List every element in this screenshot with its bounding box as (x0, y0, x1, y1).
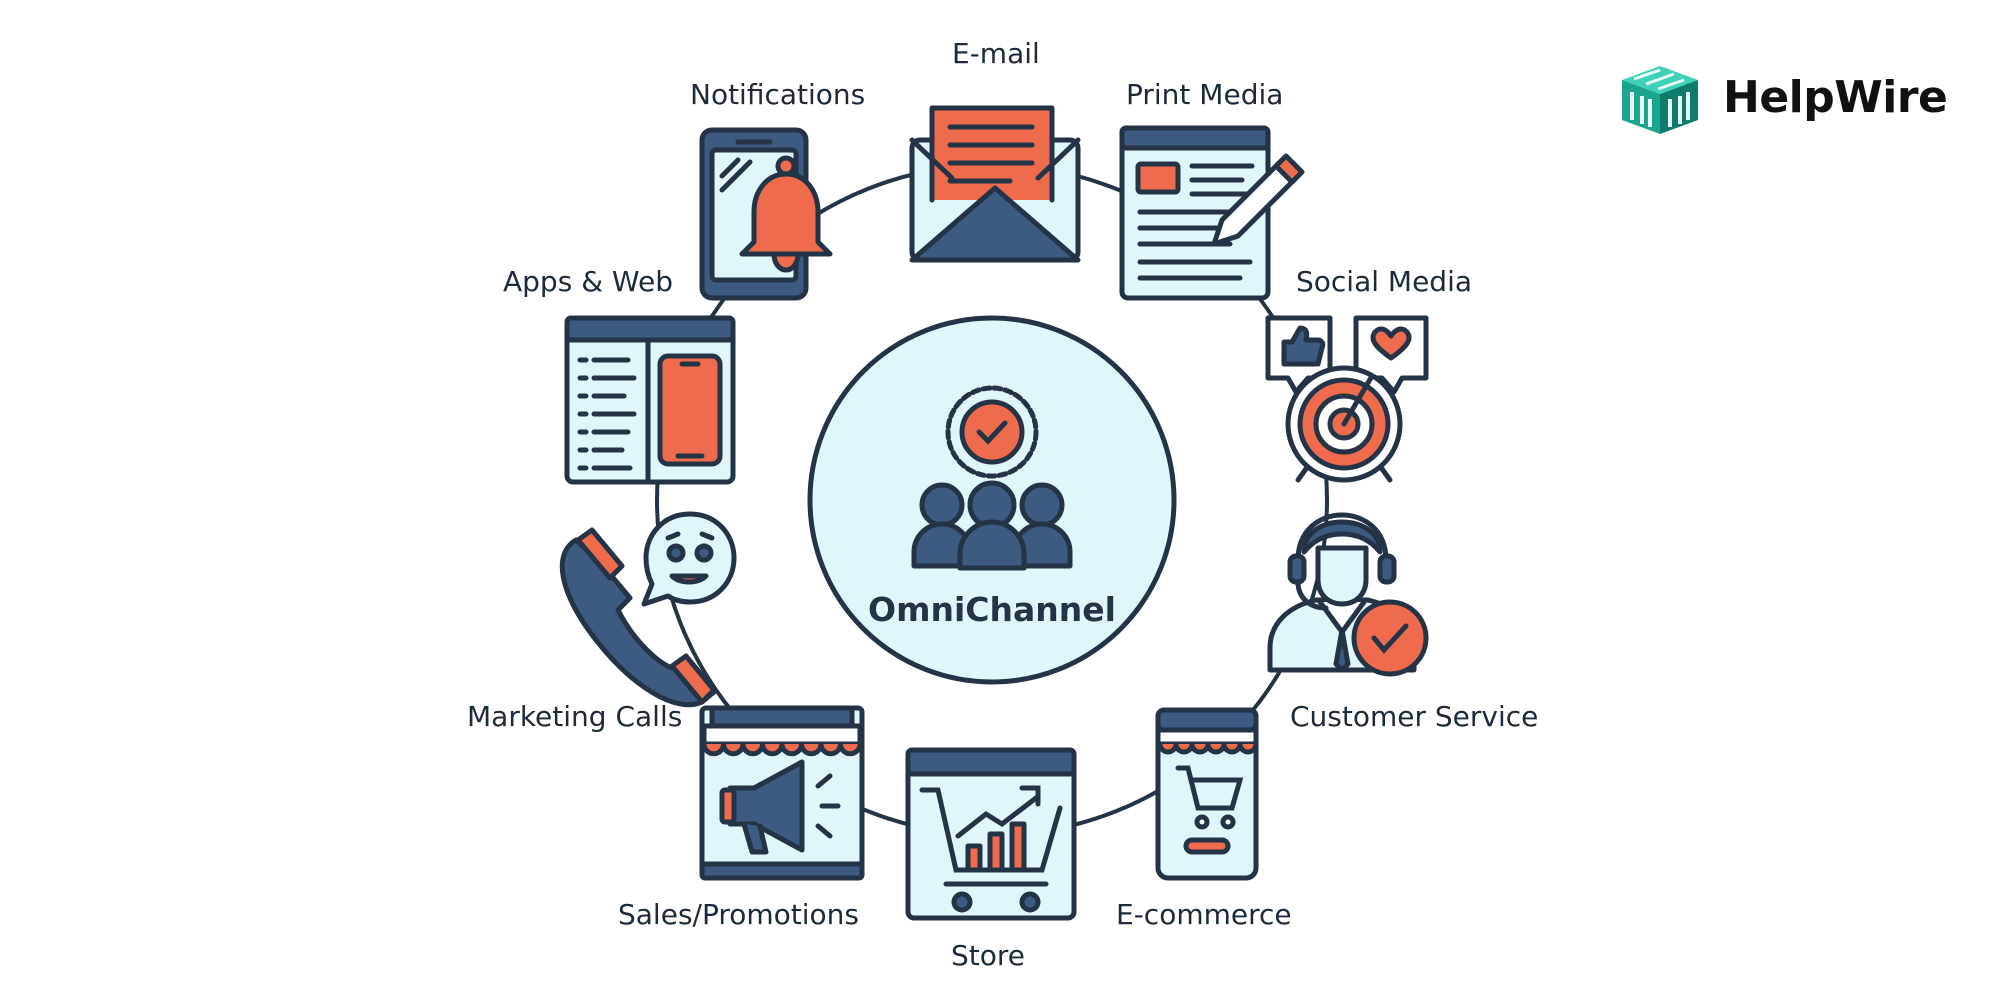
label-email: E-mail (952, 37, 1040, 70)
browser-mobile-icon (564, 315, 736, 485)
center-hub (807, 315, 1177, 685)
label-marketing-calls: Marketing Calls (467, 700, 683, 733)
phone-bell-icon (699, 127, 833, 301)
center-title: OmniChannel (868, 590, 1116, 629)
team-with-check-badge-icon (911, 385, 1073, 571)
label-social-media: Social Media (1296, 265, 1473, 298)
target-like-heart-icon (1265, 315, 1429, 483)
cart-growth-chart-icon (905, 747, 1077, 921)
phone-shop-cart-icon (1155, 707, 1259, 881)
label-customer-service: Customer Service (1290, 700, 1539, 733)
headset-agent-icon (1267, 512, 1429, 677)
envelope-icon (909, 105, 1081, 263)
helpwire-logo-icon (1622, 66, 1698, 134)
label-apps-web: Apps & Web (503, 265, 673, 298)
newspaper-pen-icon (1119, 125, 1305, 301)
label-print-media: Print Media (1126, 78, 1284, 111)
label-store: Store (951, 939, 1026, 972)
label-sales-promotions: Sales/Promotions (618, 898, 860, 931)
phone-handset-chat-icon (559, 511, 737, 708)
label-ecommerce: E-commerce (1116, 898, 1292, 931)
brand-name: HelpWire (1723, 72, 1948, 123)
megaphone-shop-icon (699, 705, 865, 881)
label-notifications: Notifications (690, 78, 866, 111)
